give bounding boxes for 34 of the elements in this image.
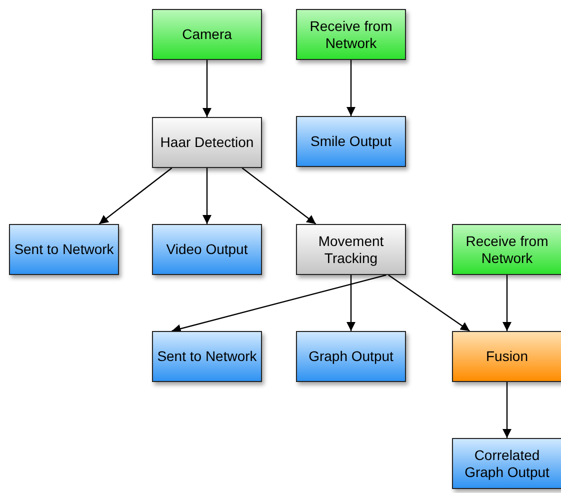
box-label: Movement Tracking: [317, 232, 385, 266]
process-box: [296, 331, 406, 382]
process-box: [9, 224, 119, 275]
process-box: [296, 9, 406, 60]
process-box: [296, 116, 406, 167]
arrow: [346, 60, 356, 116]
arrow: [202, 168, 212, 224]
arrow: [172, 274, 386, 334]
box-label: Smile Output: [310, 133, 392, 150]
process-box: [452, 331, 561, 382]
process-box: [296, 224, 406, 275]
arrow: [346, 275, 356, 331]
process-box: [152, 9, 262, 60]
arrow: [98, 168, 172, 224]
box-label: Graph Output: [308, 348, 394, 365]
box-label: Haar Detection: [159, 134, 255, 151]
box-label: Receive from Network: [464, 232, 550, 266]
box-label: Camera: [181, 26, 233, 43]
box-label: Video Output: [165, 241, 249, 258]
box-label: Correlated Graph Output: [464, 446, 550, 480]
box-label: Fusion: [484, 348, 530, 365]
process-box: [452, 224, 561, 275]
arrow: [202, 60, 212, 117]
box-label: Sent to Network: [13, 241, 115, 258]
arrow: [502, 382, 512, 438]
process-box: [152, 224, 262, 275]
arrow: [242, 168, 316, 224]
process-box: [452, 438, 561, 489]
box-label: Sent to Network: [156, 348, 258, 365]
process-box: [152, 117, 262, 168]
arrow: [388, 274, 470, 332]
process-box: [152, 331, 262, 382]
box-label: Receive from Network: [308, 18, 394, 52]
arrow: [502, 275, 512, 331]
